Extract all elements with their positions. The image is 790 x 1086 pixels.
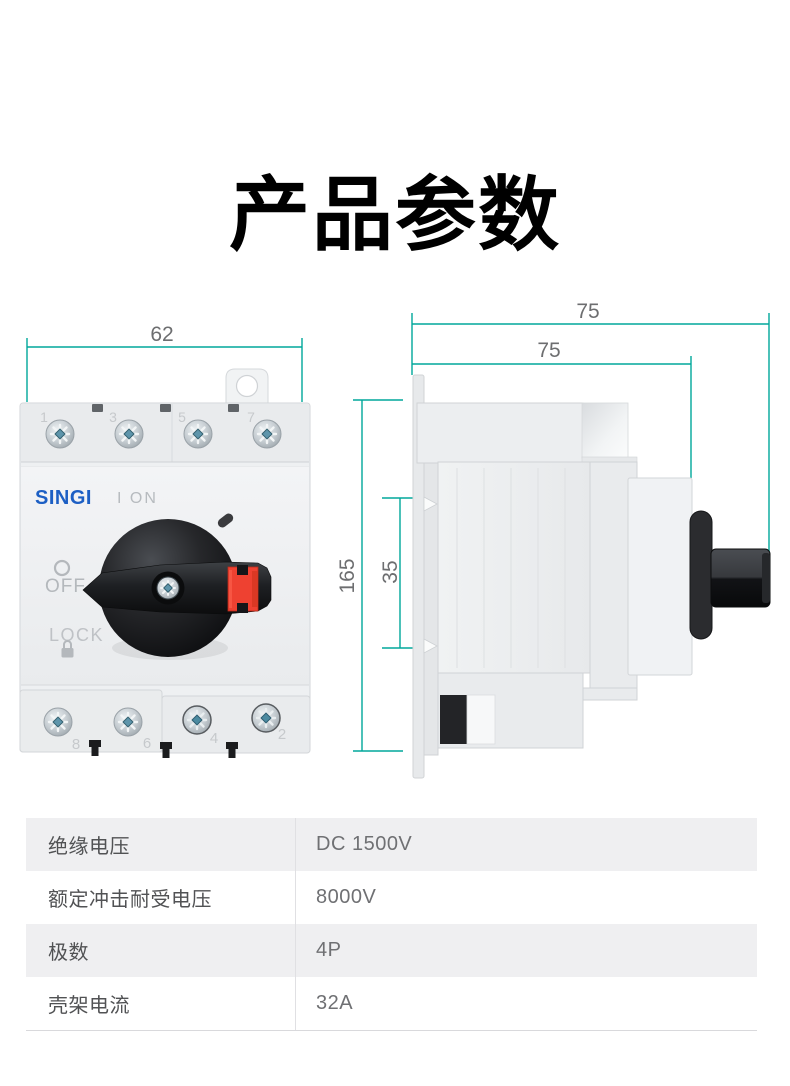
handle-hub-screw — [156, 576, 180, 600]
side-view-drawing: 75 75 165 35 — [338, 300, 771, 779]
terminal-screw — [182, 705, 212, 735]
rail-clip-notch — [423, 638, 438, 654]
front-view-drawing: 62 1 3 5 7 — [19, 323, 311, 758]
body-width-dimension-line — [412, 356, 692, 478]
lock-label: LOCK — [49, 625, 104, 645]
side-dimensions — [353, 313, 770, 752]
handle-shaft — [710, 548, 771, 608]
on-position-indicator — [217, 513, 234, 528]
dimension-line — [26, 338, 303, 402]
terminal-slot-light — [466, 694, 496, 745]
terminal-number: 6 — [143, 735, 151, 752]
spec-value: 8000V — [295, 871, 757, 924]
terminal-clamp-tab — [160, 404, 171, 412]
bottom-terminal-screws — [43, 703, 281, 737]
terminal-cavity — [581, 402, 629, 459]
terminal-clamp-tab — [92, 404, 103, 412]
terminal-screw — [251, 703, 281, 733]
front-width-dimension-value: 62 — [150, 323, 173, 346]
terminal-number: 2 — [278, 726, 286, 743]
page-title: 产品参数 — [228, 171, 561, 262]
front-face-block — [627, 477, 693, 676]
spec-value: 32A — [295, 977, 757, 1030]
panel-seams — [456, 468, 566, 668]
terminal-clamp-tab — [228, 404, 239, 412]
wiring-clip — [226, 742, 238, 758]
top-terminal-block — [416, 402, 584, 464]
side-knob — [689, 510, 771, 640]
terminal-screw — [183, 419, 213, 449]
terminal-screw — [114, 419, 144, 449]
padlock-icon — [61, 640, 74, 658]
terminal-number: 5 — [178, 409, 186, 425]
terminal-number: 8 — [72, 736, 80, 753]
total-height-dimension-value: 165 — [338, 558, 359, 593]
terminal-screw — [113, 707, 143, 737]
terminal-slot-dark — [440, 695, 467, 744]
terminal-screw — [43, 707, 73, 737]
mounting-tab — [225, 368, 269, 404]
table-row: 壳架电流 32A — [26, 977, 757, 1030]
spec-label: 极数 — [48, 942, 89, 964]
wiring-clip — [160, 742, 172, 758]
off-symbol-icon — [53, 559, 71, 577]
terminal-number: 1 — [40, 409, 48, 425]
body-width-dimension-value: 75 — [537, 339, 560, 362]
mid-body — [437, 461, 591, 674]
top-terminal-screws — [45, 419, 282, 449]
rotary-knob — [82, 513, 272, 660]
terminal-number: 7 — [247, 409, 255, 425]
terminal-number: 4 — [210, 730, 218, 747]
total-height-dimension-line — [353, 399, 403, 752]
brand-logo: SINGI — [35, 487, 92, 509]
bottom-clips — [89, 740, 238, 758]
spec-table: 绝缘电压 DC 1500V 额定冲击耐受电压 8000V 极数 4P 壳架电流 … — [26, 818, 757, 1031]
din-rail-dimension-value: 35 — [379, 560, 402, 583]
side-profile-body — [412, 374, 693, 779]
terminal-number: 3 — [109, 409, 117, 425]
spec-label: 绝缘电压 — [48, 836, 130, 858]
off-label: OFF — [45, 576, 86, 597]
spec-value: 4P — [295, 924, 757, 977]
spec-value: DC 1500V — [295, 818, 757, 871]
on-label: I ON — [117, 490, 158, 507]
table-row: 额定冲击耐受电压 8000V — [26, 871, 757, 924]
terminal-screw — [45, 419, 75, 449]
spec-label: 额定冲击耐受电压 — [48, 889, 212, 911]
knob-disc-edge — [689, 510, 713, 640]
top-terminal-numbers: 1 3 5 7 — [40, 409, 255, 425]
table-row: 极数 4P — [26, 924, 757, 977]
front-width-dimension — [26, 338, 303, 402]
wiring-clip — [89, 740, 101, 756]
spec-label: 壳架电流 — [48, 995, 130, 1017]
table-row: 绝缘电压 DC 1500V — [26, 818, 757, 871]
total-width-dimension-value: 75 — [576, 300, 599, 323]
rail-clip-notch — [423, 496, 438, 512]
terminal-screw — [252, 419, 282, 449]
handle-shaft-tip — [762, 553, 770, 603]
handle-lock-tab — [227, 565, 259, 613]
mounting-hole — [235, 374, 259, 398]
bottom-terminal-numbers: 8 6 4 2 — [72, 726, 286, 753]
